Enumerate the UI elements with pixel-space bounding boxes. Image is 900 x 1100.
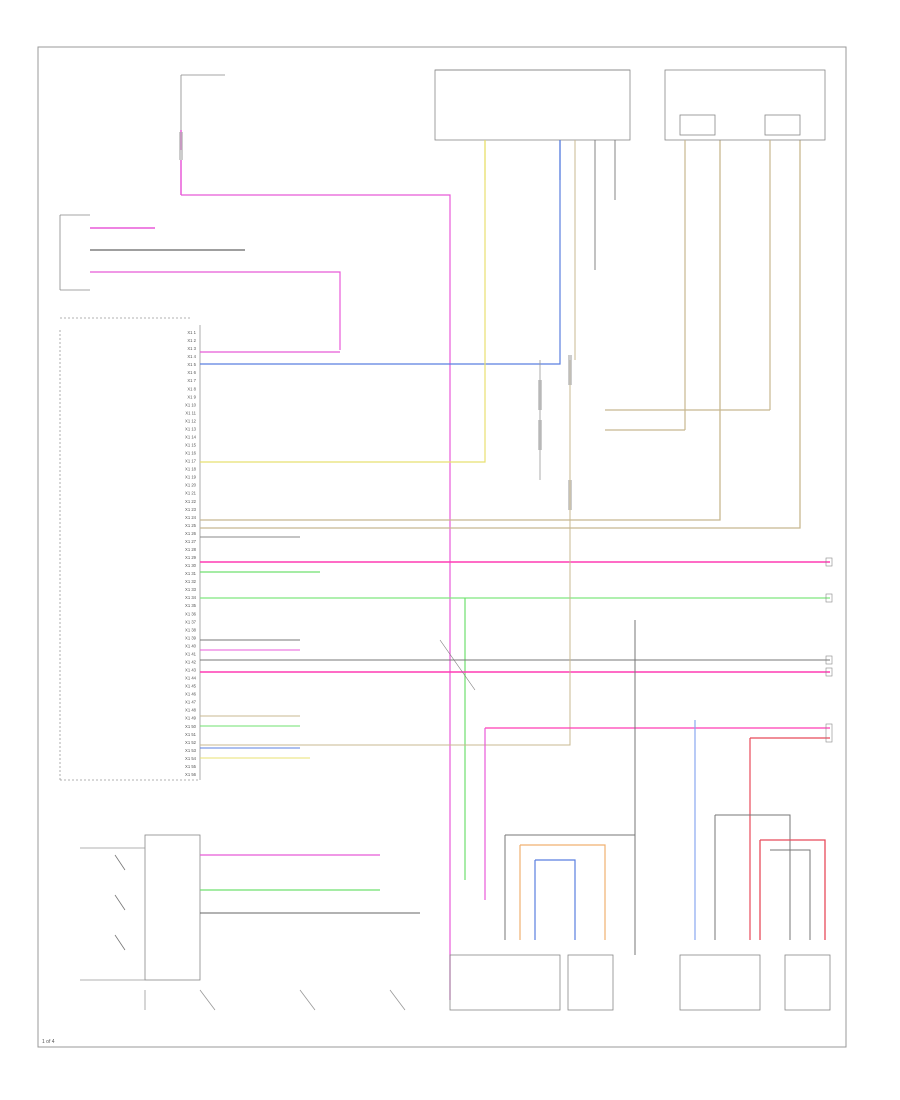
module-pin-label: X1 36 bbox=[185, 611, 197, 616]
diagram-frame bbox=[37, 46, 847, 1048]
main-control-module bbox=[59, 317, 201, 781]
module-pin-label: X1 15 bbox=[185, 443, 197, 448]
module-pin-label: X1 9 bbox=[187, 394, 196, 399]
fuse-block-top-left bbox=[179, 74, 225, 195]
wire-tan-1 bbox=[200, 140, 721, 521]
wire-tan-4 bbox=[200, 360, 571, 746]
module-pin-label: X1 40 bbox=[185, 643, 197, 648]
module-pin-label: X1 10 bbox=[185, 402, 197, 407]
module-pin-label: X1 35 bbox=[185, 603, 197, 608]
module-pin-label: X1 46 bbox=[185, 692, 197, 697]
module-pin-label: X1 16 bbox=[185, 451, 197, 456]
module-pin-label: X1 3 bbox=[187, 346, 196, 351]
module-pin-label: X1 50 bbox=[185, 724, 197, 729]
module-pin-label: X1 2 bbox=[187, 338, 196, 343]
module-pin-label: X1 34 bbox=[185, 595, 197, 600]
module-pin-label: X1 52 bbox=[185, 740, 197, 745]
module-pin-label: X1 25 bbox=[185, 523, 197, 528]
module-pin-label: X1 1 bbox=[187, 330, 196, 335]
module-pin-label: X1 44 bbox=[185, 676, 197, 681]
wire-tan-2 bbox=[200, 140, 801, 529]
module-pin-label: X1 8 bbox=[187, 386, 196, 391]
page-footer: 1 of 4 bbox=[42, 1039, 55, 1045]
module-pin-label: X1 54 bbox=[185, 756, 197, 761]
module-pin-label: X1 28 bbox=[185, 547, 197, 552]
top-right-module bbox=[605, 69, 826, 431]
bottom-center-devices bbox=[449, 834, 636, 1011]
module-pin-label: X1 43 bbox=[185, 668, 197, 673]
module-pin-label: X1 13 bbox=[185, 426, 197, 431]
module-pin-label: X1 53 bbox=[185, 748, 197, 753]
module-pin-label: X1 18 bbox=[185, 467, 197, 472]
module-pin-label: X1 37 bbox=[185, 619, 197, 624]
module-pin-label: X1 39 bbox=[185, 635, 197, 640]
right-edge-connectors bbox=[825, 557, 833, 743]
module-pin-label: X1 24 bbox=[185, 515, 197, 520]
module-pin-label: X1 19 bbox=[185, 475, 197, 480]
module-pin-label: X1 12 bbox=[185, 418, 197, 423]
module-pin-label: X1 6 bbox=[187, 370, 196, 375]
module-pin-label: X1 17 bbox=[185, 459, 197, 464]
module-pin-label: X1 33 bbox=[185, 587, 197, 592]
wire-blue-1 bbox=[200, 140, 561, 365]
module-pin-label: X1 27 bbox=[185, 539, 197, 544]
annotation-diagonal bbox=[439, 639, 476, 691]
module-pin-label: X1 21 bbox=[185, 491, 197, 496]
module-pin-label: X1 42 bbox=[185, 659, 197, 664]
wire-pink-top bbox=[181, 194, 451, 1000]
module-pin-label: X1 7 bbox=[187, 378, 196, 383]
module-pin-label: X1 48 bbox=[185, 708, 197, 713]
bottom-left-submodule bbox=[80, 834, 420, 1011]
module-pin-label: X1 38 bbox=[185, 627, 197, 632]
module-pin-label: X1 30 bbox=[185, 563, 197, 568]
module-pin-label: X1 20 bbox=[185, 483, 197, 488]
top-center-module bbox=[434, 69, 631, 360]
module-pin-label: X1 23 bbox=[185, 507, 197, 512]
bottom-right-devices bbox=[679, 814, 831, 1011]
module-pin-label: X1 22 bbox=[185, 499, 197, 504]
module-pin-label: X1 56 bbox=[185, 772, 197, 777]
wire-yellow bbox=[200, 140, 486, 463]
module-pin-label: X1 47 bbox=[185, 700, 197, 705]
module-pin-label: X1 14 bbox=[185, 434, 197, 439]
module-pin-label: X1 26 bbox=[185, 531, 197, 536]
module-pin-label: X1 55 bbox=[185, 764, 197, 769]
module-pin-list: X1 1 X1 2 X1 3 X1 4 X1 5 X1 6 X1 7 X1 8 X1 9 X1 1… bbox=[185, 330, 197, 777]
left-connector-block bbox=[59, 214, 341, 350]
module-pin-label: X1 45 bbox=[185, 684, 197, 689]
module-pin-label: X1 4 bbox=[187, 354, 196, 359]
module-pin-label: X1 32 bbox=[185, 579, 197, 584]
module-pin-label: X1 31 bbox=[185, 571, 197, 576]
center-connectors bbox=[538, 355, 572, 520]
module-pin-label: X1 5 bbox=[187, 362, 196, 367]
module-pin-label: X1 29 bbox=[185, 555, 197, 560]
module-pin-label: X1 11 bbox=[185, 410, 196, 415]
module-pin-label: X1 51 bbox=[185, 732, 197, 737]
module-pin-label: X1 49 bbox=[185, 716, 197, 721]
module-pin-label: X1 41 bbox=[185, 651, 197, 656]
